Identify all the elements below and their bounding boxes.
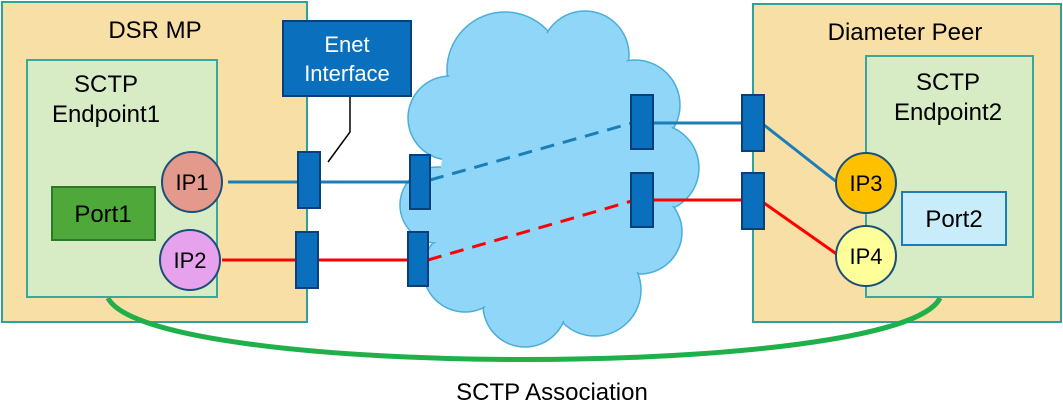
sctp-endpoint1-label-line2: Endpoint1	[52, 101, 160, 128]
sctp-endpoint1-label-line1: SCTP	[74, 71, 138, 98]
interface-cloud-right-top	[630, 94, 654, 150]
port2-label: Port2	[925, 206, 982, 233]
network-cloud	[399, 10, 700, 348]
dsr-mp-title: DSR MP	[108, 17, 201, 44]
port2-box	[901, 191, 1007, 246]
ip1-node: IP1	[161, 151, 223, 213]
interface-left-ip1	[297, 151, 321, 209]
ip1-label: IP1	[175, 170, 208, 195]
ip3-label: IP3	[849, 171, 882, 196]
ip4-label: IP4	[849, 244, 882, 269]
ip2-label: IP2	[173, 248, 206, 273]
interface-cloud-right-bottom	[630, 172, 654, 228]
sctp-association-label: SCTP Association	[456, 379, 648, 406]
interface-cloud-left-top	[409, 154, 431, 210]
enet-interface-label-line1: Enet	[324, 32, 369, 57]
interface-left-ip2	[295, 231, 319, 289]
interface-right-ip4	[741, 172, 765, 230]
ip3-node: IP3	[835, 152, 897, 214]
port1-label: Port1	[74, 201, 131, 228]
enet-interface-callout: Enet Interface	[282, 20, 412, 163]
ip2-node: IP2	[159, 229, 221, 291]
blue-link	[228, 121, 839, 185]
sctp-association-arc	[105, 296, 943, 362]
port1-box	[51, 186, 156, 241]
sctp-endpoint2-label-line1: SCTP	[916, 69, 980, 96]
diameter-peer-title: Diameter Peer	[828, 19, 983, 46]
red-link	[222, 198, 839, 262]
sctp-endpoint2-label-line2: Endpoint2	[894, 99, 1002, 126]
interface-right-ip3	[741, 94, 765, 152]
ip4-node: IP4	[835, 225, 897, 287]
interface-cloud-left-bottom	[407, 231, 429, 287]
enet-interface-label-line2: Interface	[304, 61, 390, 86]
